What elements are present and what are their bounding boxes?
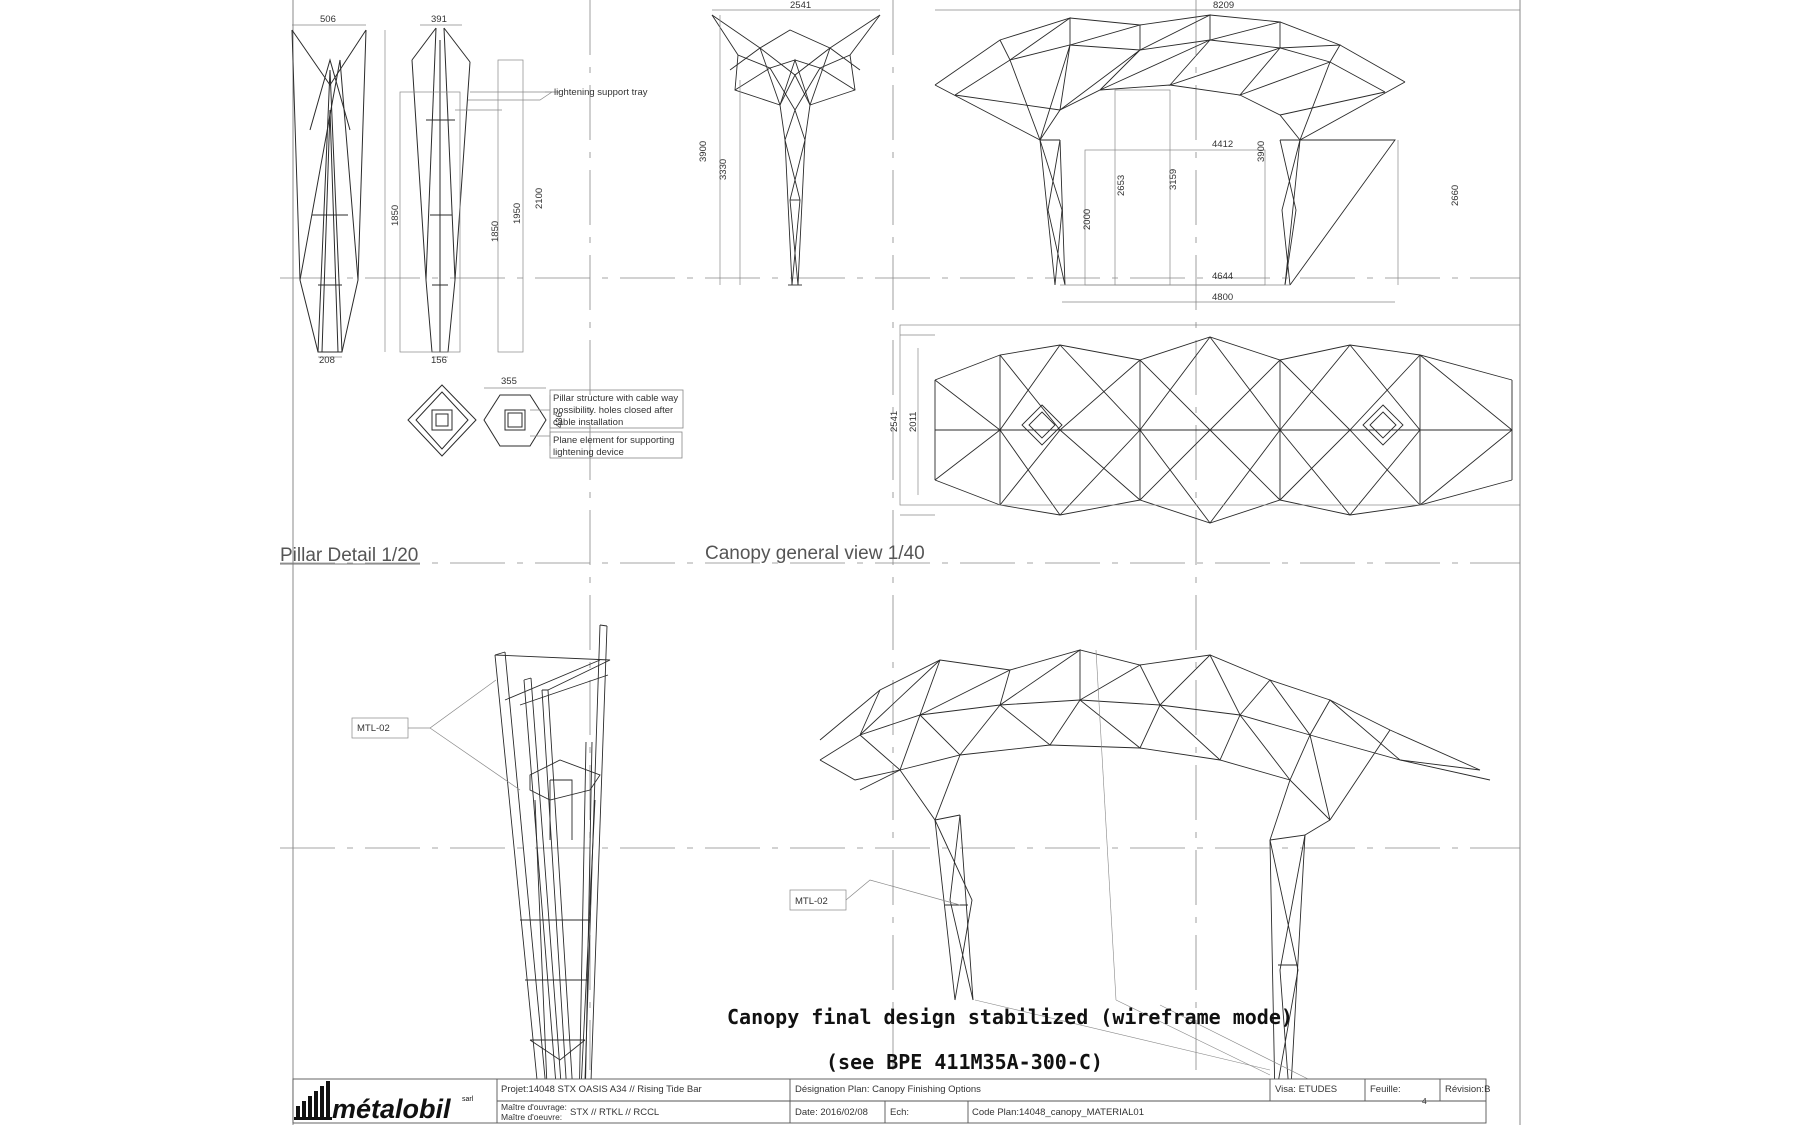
tb-date: Date: 2016/02/08: [795, 1107, 868, 1118]
dim-w4644: 4644: [1212, 271, 1233, 282]
dim-plan-width: 355: [501, 376, 517, 387]
dim-pillar-top-right: 391: [431, 14, 447, 25]
canopy-plan-view: [899, 324, 1521, 524]
note-plane-line2: lightening device: [553, 447, 624, 458]
title-pillar-detail: Pillar Detail 1/20: [280, 545, 418, 566]
dim-plan-height: 436: [554, 412, 565, 428]
canopy-side-view: [711, 9, 881, 286]
canopy-3d-projection-lines: [974, 649, 1331, 1091]
dim-w4800: 4800: [1212, 292, 1233, 303]
tb-visa: Visa: ETUDES: [1275, 1084, 1337, 1095]
dim-h2000: 2000: [1082, 209, 1093, 230]
dim-pillar-bottom-left: 208: [319, 355, 335, 366]
tb-code-plan: Code Plan:14048_canopy_MATERIAL01: [972, 1107, 1144, 1118]
canopy-front-view: [934, 9, 1520, 303]
tag-mtl02-pillar: MTL-02: [357, 723, 390, 734]
title-canopy-general-view: Canopy general view 1/40: [705, 543, 925, 564]
tb-projet: Projet:14048 STX OASIS A34 // Rising Tid…: [501, 1084, 702, 1095]
caption-line2: (see BPE 411M35A-300-C): [826, 1050, 1103, 1074]
tb-ech: Ech:: [890, 1107, 909, 1118]
pillar-plan-section-a: [407, 384, 477, 457]
dim-pillar-height-1950: 1950: [512, 203, 523, 224]
tag-mtl02-canopy: MTL-02: [795, 896, 828, 907]
logo-mark-icon: [294, 1081, 332, 1120]
dim-side-height-inner: 3330: [718, 159, 729, 180]
dim-pillar-height-2100: 2100: [534, 188, 545, 209]
logo-metalobil: métalobil: [332, 1094, 451, 1124]
plan-note-boxes: [530, 389, 684, 459]
tray-leader: [468, 91, 553, 101]
tb-designation: Désignation Plan: Canopy Finishing Optio…: [795, 1084, 981, 1095]
note-structure-line1: Pillar structure with cable way: [553, 393, 678, 404]
dim-h3159: 3159: [1168, 169, 1179, 190]
dim-pillar-height-1850-b: 1850: [490, 221, 501, 242]
pillar-elevation-side: [399, 24, 560, 358]
dim-h3900: 3900: [1256, 141, 1267, 162]
dim-h2660: 2660: [1450, 185, 1461, 206]
dim-pillar-height-1850-a: 1850: [390, 205, 401, 226]
note-plane-line1: Plane element for supporting: [553, 435, 674, 446]
tb-maitre-ouvrage-label: Maître d'ouvrage:: [501, 1102, 567, 1112]
sheet-frame: [280, 0, 1521, 1125]
tb-maitre-oeuvre-label: Maître d'oeuvre:: [501, 1112, 562, 1122]
pillar-plan-section-b: [483, 387, 551, 447]
canopy-3d-wireframe: [819, 649, 1491, 1106]
tb-feuille: Feuille:: [1370, 1084, 1401, 1095]
dim-plan-depth-inner: 2011: [908, 412, 919, 432]
tb-maitre-value: STX // RTKL // RCCL: [570, 1107, 659, 1118]
dim-side-width: 2541: [790, 0, 811, 11]
dim-h4412: 4412: [1212, 139, 1233, 150]
dim-pillar-top-left: 506: [320, 14, 336, 25]
tb-revision: Révision:B: [1445, 1084, 1490, 1095]
caption-line1: Canopy final design stabilized (wirefram…: [727, 1005, 1293, 1029]
note-lightening-tray: lightening support tray: [554, 87, 648, 98]
title-block-frame: [292, 1078, 1487, 1124]
note-structure-line3: cable installation: [553, 417, 623, 428]
note-structure-line2: possibility. holes closed after: [553, 405, 673, 416]
dim-side-height-outer: 3900: [698, 141, 709, 162]
dim-h2653: 2653: [1116, 175, 1127, 196]
dim-plan-depth-outer: 2541: [889, 411, 900, 432]
pillar-3d-wireframe: [494, 624, 611, 1111]
pillar-tag-leader: [351, 679, 521, 791]
pillar-elevation-front: [291, 24, 386, 358]
canopy-tag-leader: [789, 879, 961, 911]
logo-sarl: sarl: [462, 1096, 474, 1103]
dim-front-width: 8209: [1213, 0, 1234, 11]
dim-pillar-bottom-right: 156: [431, 355, 447, 366]
tb-feuille-number: 4: [1422, 1096, 1427, 1106]
